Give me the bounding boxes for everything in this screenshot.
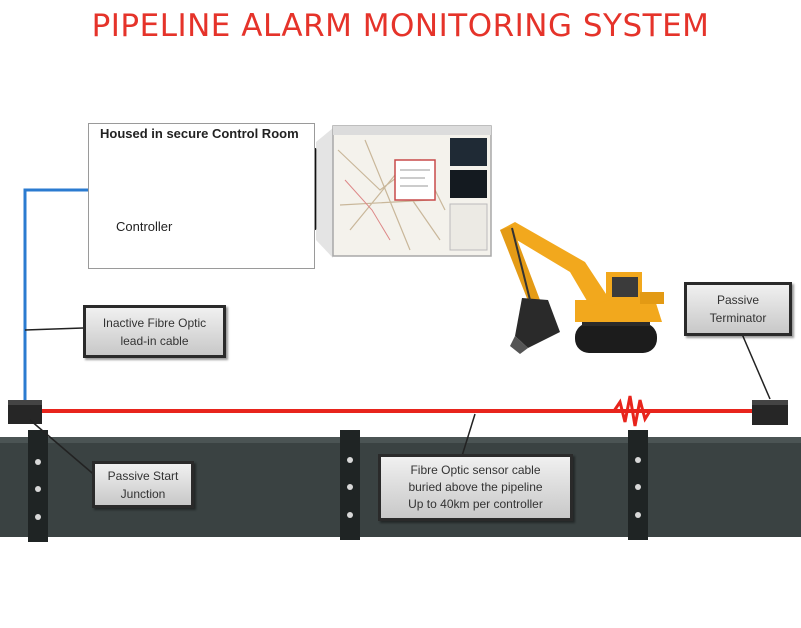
callout-passive-start-junction: Passive Start Junction: [92, 461, 194, 508]
excavator-icon: [500, 222, 664, 354]
pipeline-post-left: [28, 430, 48, 542]
pipeline-post-middle: [340, 430, 360, 540]
controller-label: Controller: [116, 219, 173, 234]
disturbance-signal-icon: [612, 395, 652, 427]
callout-line: Passive Start: [107, 468, 179, 483]
callout-sensor-cable: Fibre Optic sensor cable buried above th…: [378, 454, 573, 521]
page-title: PIPELINE ALARM MONITORING SYSTEM: [91, 8, 710, 44]
lead-in-cable: [23, 188, 99, 403]
callout-line: Terminator: [709, 311, 767, 325]
control-room-label: Housed in secure Control Room: [100, 126, 299, 141]
callout-line: Up to 40km per controller: [408, 497, 543, 511]
enlarged-map-screen: [316, 125, 492, 258]
callout-line: lead-in cable: [120, 333, 189, 348]
callout-line: Passive: [716, 293, 760, 307]
callout-line: buried above the pipeline: [408, 480, 543, 494]
callout-passive-terminator: Passive Terminator: [684, 282, 792, 336]
callout-line: Inactive Fibre Optic: [102, 315, 207, 330]
callout-line: Fibre Optic sensor cable: [410, 463, 541, 477]
callout-line: Junction: [120, 486, 166, 501]
callout-inactive-cable: Inactive Fibre Optic lead-in cable: [83, 305, 226, 358]
control-room-frame: [88, 123, 315, 269]
pipeline-post-right: [628, 430, 648, 540]
passive-start-junction-box: [8, 400, 42, 424]
passive-terminator-box: [752, 400, 788, 425]
